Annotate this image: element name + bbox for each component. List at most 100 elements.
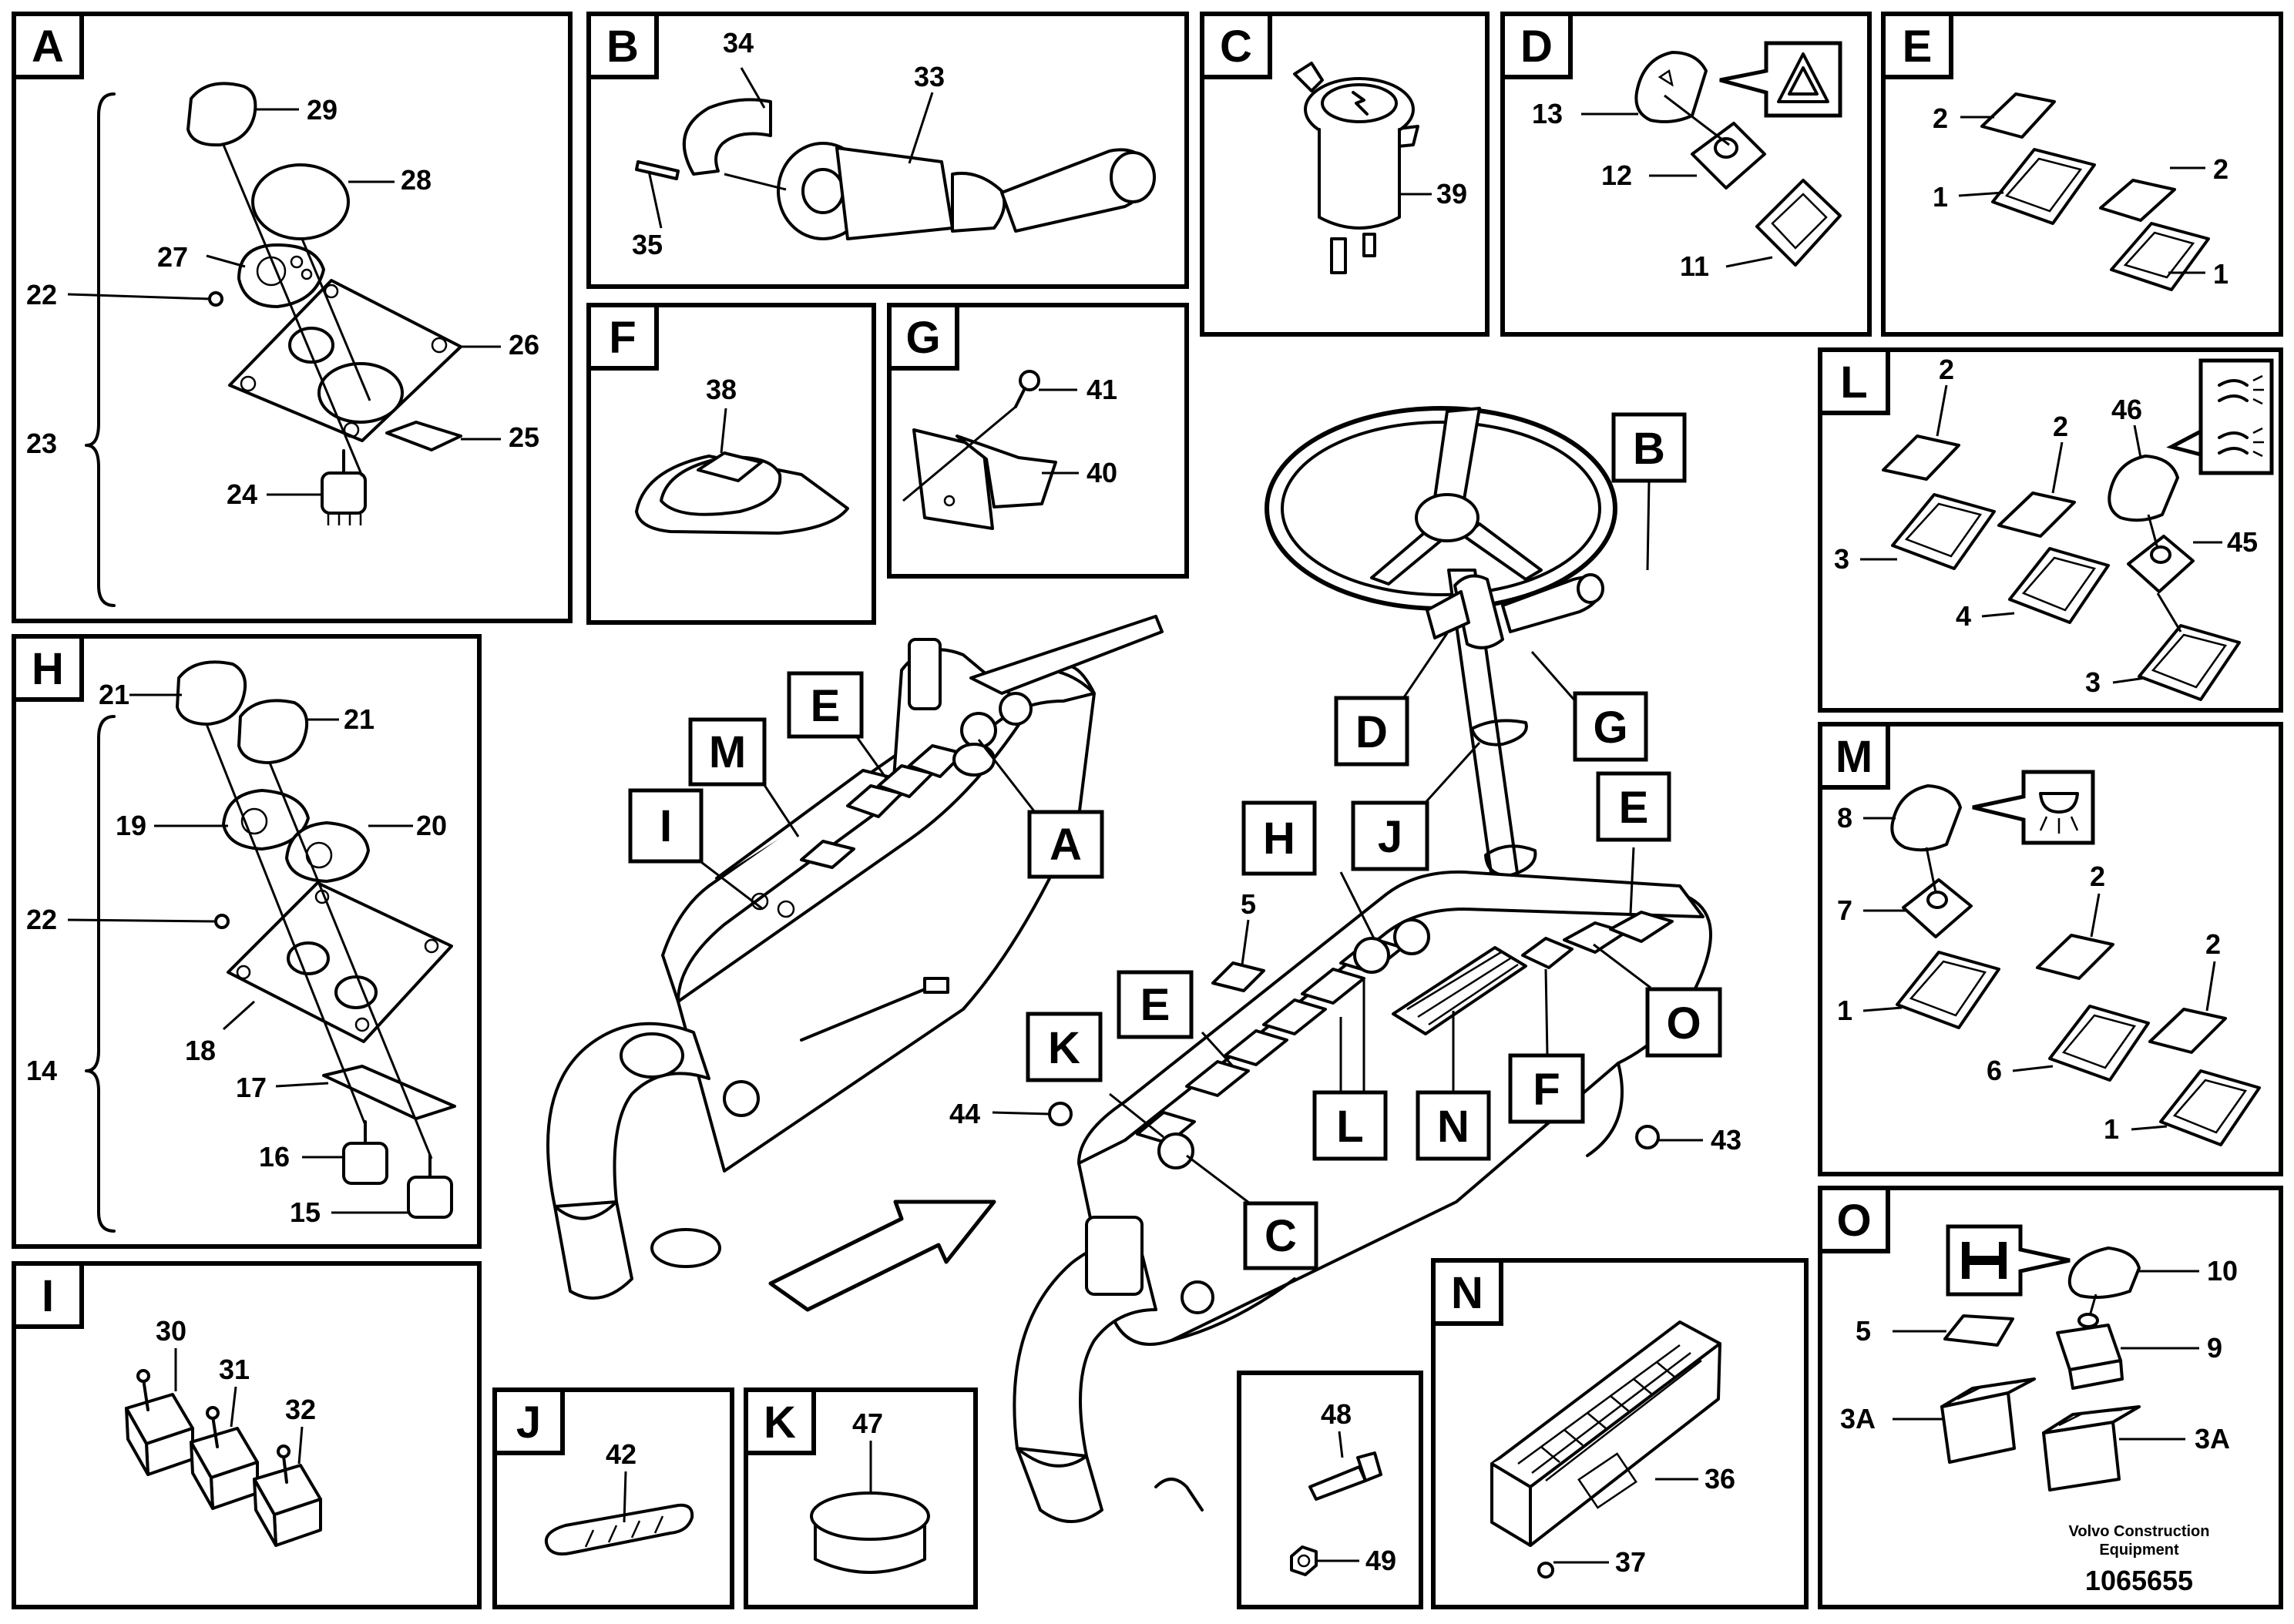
callout-c: C bbox=[1265, 1211, 1297, 1261]
part-label-6: 6 bbox=[1987, 1055, 2002, 1086]
light-icon-callout bbox=[1972, 770, 2095, 845]
panel-fasteners-border bbox=[1237, 1371, 1423, 1609]
brand-subtitle: Equipment bbox=[2099, 1542, 2179, 1559]
bracket-icon bbox=[385, 421, 462, 451]
panel-h-brace bbox=[85, 715, 116, 1233]
panel-i-letter: I bbox=[42, 1271, 54, 1321]
part-label-3: 3 bbox=[2085, 666, 2101, 698]
document-number: 1065655 bbox=[2085, 1565, 2193, 1596]
panel-f-letter: F bbox=[609, 313, 636, 363]
panel-h-letter: H bbox=[32, 644, 64, 694]
part-label-4: 4 bbox=[1956, 600, 1971, 632]
callout-a-box bbox=[1027, 810, 1104, 879]
panel-i: I 30 31 32 bbox=[12, 1261, 482, 1609]
panel-a-letter: A bbox=[32, 22, 64, 72]
plug-icon bbox=[1635, 1125, 1660, 1149]
panel-a: A 29 28 bbox=[12, 12, 573, 623]
panel-m: M 8 7 2 2 bbox=[1818, 722, 2283, 1176]
part-label-44: 44 bbox=[949, 1098, 980, 1129]
panel-j-letter: J bbox=[516, 1398, 541, 1448]
part-label-17: 17 bbox=[236, 1072, 267, 1103]
callout-k-box bbox=[1026, 1012, 1103, 1082]
part-label-31: 31 bbox=[219, 1354, 250, 1385]
callout-n: N bbox=[1437, 1102, 1469, 1152]
hazard-triangle-icon bbox=[1777, 52, 1829, 103]
part-label-43: 43 bbox=[1711, 1124, 1741, 1156]
part-label-25: 25 bbox=[509, 421, 539, 453]
part-label-46: 46 bbox=[2111, 394, 2142, 425]
panel-i-border bbox=[12, 1261, 482, 1609]
part-label-19: 19 bbox=[116, 810, 146, 841]
toggle-switch-icon bbox=[125, 1369, 194, 1476]
footer: Volvo Construction Equipment 1065655 bbox=[2069, 1523, 2210, 1596]
callout-h-box bbox=[1241, 800, 1317, 876]
screw-icon bbox=[635, 160, 680, 180]
panel-m-border bbox=[1818, 722, 2283, 1176]
nut-icon bbox=[1290, 1545, 1318, 1576]
callout-e-box bbox=[1117, 970, 1194, 1039]
right-console-pod bbox=[1013, 870, 1712, 1523]
callout-l: L bbox=[1336, 1102, 1363, 1152]
blank-cap-icon bbox=[2036, 934, 2114, 980]
panel-d-letter: D bbox=[1520, 22, 1553, 72]
callout-o-box bbox=[1645, 987, 1722, 1058]
panel-o-border bbox=[1818, 1186, 2283, 1609]
part-label-45: 45 bbox=[2227, 526, 2258, 558]
panel-e-letter: E bbox=[1903, 22, 1933, 72]
callout-a: A bbox=[1050, 820, 1082, 870]
panel-h: H 21 bbox=[12, 634, 482, 1249]
panel-n-border bbox=[1431, 1258, 1809, 1609]
part-label-1: 1 bbox=[1837, 995, 1852, 1026]
knob-icon bbox=[186, 82, 257, 147]
switch-frame-icon bbox=[2138, 624, 2241, 701]
switch-frame-icon bbox=[2008, 547, 2110, 624]
panel-m-letter-box bbox=[1818, 722, 1890, 790]
part-label-2: 2 bbox=[2090, 861, 2105, 892]
panel-j-letter-box bbox=[492, 1387, 565, 1455]
panel-e: E 2 2 1 1 bbox=[1881, 12, 2283, 337]
part-label-14: 14 bbox=[26, 1055, 57, 1086]
rocker-cap-icon bbox=[2067, 1247, 2141, 1299]
part-label-41: 41 bbox=[1087, 374, 1117, 405]
panel-l-letter-box bbox=[1818, 347, 1890, 415]
cable-tie-icon bbox=[544, 1503, 694, 1556]
part-label-18: 18 bbox=[185, 1035, 216, 1066]
callout-i: I bbox=[660, 801, 672, 851]
part-label-3a: 3A bbox=[2195, 1423, 2230, 1455]
panel-c-border bbox=[1200, 12, 1490, 337]
direction-arrow-icon bbox=[768, 1200, 996, 1312]
rotary-switch-icon bbox=[321, 471, 367, 515]
callout-k: K bbox=[1048, 1023, 1080, 1073]
panel-k-border bbox=[744, 1387, 978, 1609]
panel-c: C 39 bbox=[1200, 12, 1490, 337]
panel-b: B 34 33 35 bbox=[586, 12, 1189, 289]
panel-b-letter: B bbox=[606, 22, 639, 72]
gasket-icon bbox=[285, 821, 370, 883]
switch-frame-icon bbox=[2159, 1069, 2261, 1146]
panel-f-letter-box bbox=[586, 303, 659, 371]
panel-n-letter-box bbox=[1431, 1258, 1503, 1326]
callout-d-box bbox=[1334, 696, 1409, 767]
part-label-3a: 3A bbox=[1840, 1403, 1876, 1434]
part-label-1: 1 bbox=[1933, 181, 1948, 213]
panel-o-letter-box bbox=[1818, 1186, 1890, 1253]
panel-m-letter: M bbox=[1836, 732, 1872, 782]
blank-cap-icon bbox=[1211, 961, 1265, 992]
part-label-37: 37 bbox=[1615, 1546, 1646, 1578]
panel-b-border bbox=[586, 12, 1189, 289]
panel-g: G 41 40 bbox=[887, 303, 1189, 579]
bracket-icon bbox=[322, 1065, 456, 1120]
rocker-cap-icon bbox=[2108, 455, 2179, 522]
panel-c-letter-box bbox=[1200, 12, 1272, 79]
callout-l-box bbox=[1312, 1090, 1388, 1161]
callout-e-box bbox=[787, 671, 864, 739]
blank-cap-icon bbox=[1997, 492, 2076, 538]
brand-name: Volvo Construction bbox=[2069, 1523, 2210, 1540]
part-label-30: 30 bbox=[156, 1315, 186, 1347]
panel-g-letter: G bbox=[905, 313, 940, 363]
part-label-24: 24 bbox=[227, 478, 257, 510]
part-label-42: 42 bbox=[606, 1438, 636, 1470]
part-label-27: 27 bbox=[157, 241, 188, 273]
panel-i-letter-box bbox=[12, 1261, 84, 1329]
switch-frame-icon bbox=[2048, 1005, 2150, 1082]
